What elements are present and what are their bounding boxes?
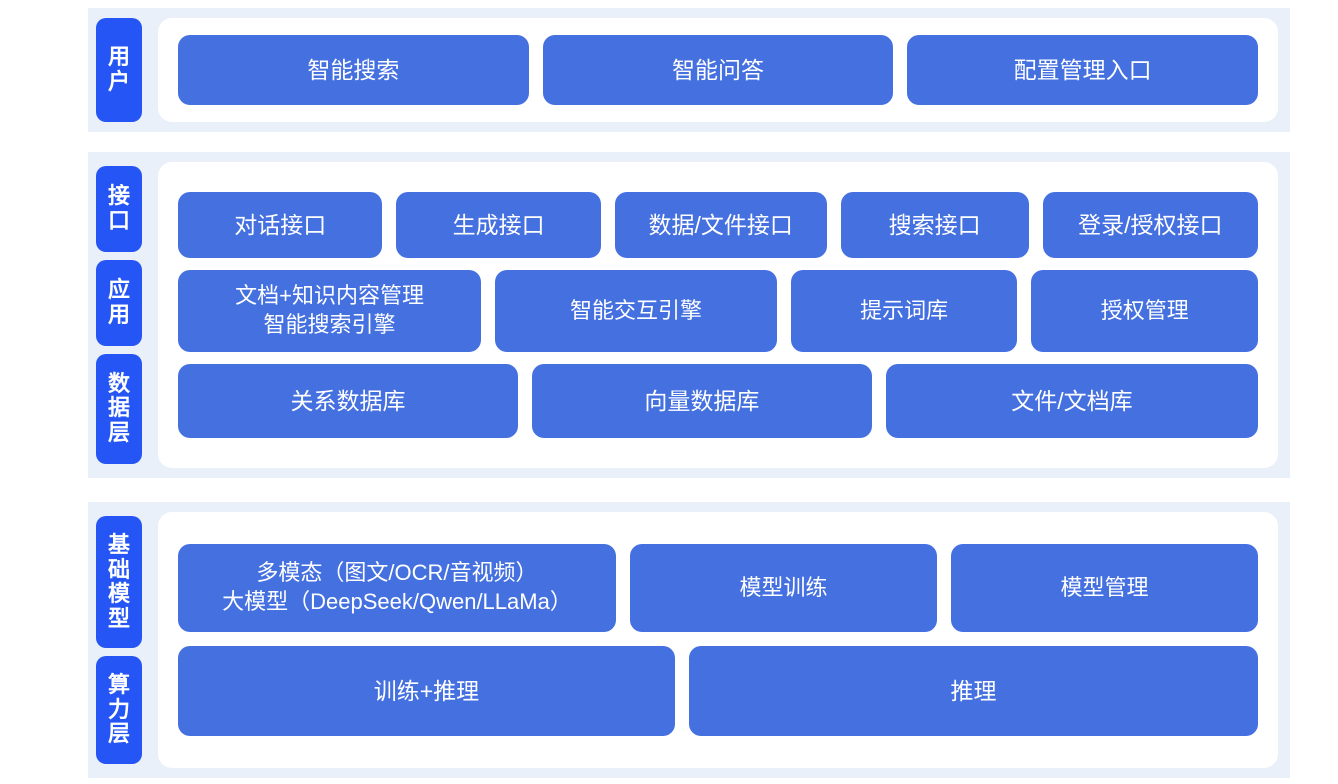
cell-doc-knowledge-management[interactable]: 文档+知识内容管理 智能搜索引擎 — [178, 270, 482, 352]
cell-model-training[interactable]: 模型训练 — [629, 544, 937, 632]
tier-label-compute: 算力层 — [96, 656, 142, 764]
cell-config-management-entry[interactable]: 配置管理入口 — [907, 35, 1259, 105]
band-middle-body: 对话接口 生成接口 数据/文件接口 搜索接口 登录/授权接口 文档+知识内容管理… — [158, 162, 1278, 468]
row-interface: 对话接口 生成接口 数据/文件接口 搜索接口 登录/授权接口 — [178, 192, 1258, 258]
cell-authorization-management[interactable]: 授权管理 — [1031, 270, 1258, 352]
band-user: 用户 智能搜索 智能问答 配置管理入口 — [88, 8, 1290, 132]
band-middle-tabs: 接口 应用 数据层 — [88, 152, 150, 478]
band-user-body: 智能搜索 智能问答 配置管理入口 — [158, 18, 1278, 122]
cell-multimodal-large-model[interactable]: 多模态（图文/OCR/音视频） 大模型（DeepSeek/Qwen/LLaMa） — [178, 544, 616, 632]
tier-label-application: 应用 — [96, 259, 142, 346]
cell-data-file-api[interactable]: 数据/文件接口 — [614, 192, 827, 258]
cell-intelligent-qa[interactable]: 智能问答 — [542, 35, 894, 105]
cell-interaction-engine[interactable]: 智能交互引擎 — [495, 270, 777, 352]
cell-inference[interactable]: 推理 — [688, 646, 1258, 736]
band-middle: 接口 应用 数据层 对话接口 生成接口 数据/文件接口 搜索接口 登录/授权接口… — [88, 152, 1290, 478]
cell-relational-database[interactable]: 关系数据库 — [178, 364, 518, 438]
cell-prompt-library[interactable]: 提示词库 — [790, 270, 1018, 352]
tier-label-foundation-model: 基础模型 — [96, 516, 142, 649]
row-application: 文档+知识内容管理 智能搜索引擎 智能交互引擎 提示词库 授权管理 — [178, 270, 1258, 352]
row-foundation-model: 多模态（图文/OCR/音视频） 大模型（DeepSeek/Qwen/LLaMa）… — [178, 544, 1258, 632]
row-user-entries: 智能搜索 智能问答 配置管理入口 — [178, 35, 1259, 105]
cell-vector-database[interactable]: 向量数据库 — [531, 364, 872, 438]
cell-file-document-store[interactable]: 文件/文档库 — [885, 364, 1259, 438]
tier-label-interface: 接口 — [96, 166, 142, 252]
cell-training-inference[interactable]: 训练+推理 — [178, 646, 675, 736]
cell-login-auth-api[interactable]: 登录/授权接口 — [1042, 192, 1258, 258]
row-data: 关系数据库 向量数据库 文件/文档库 — [178, 364, 1259, 438]
band-base-tabs: 基础模型 算力层 — [88, 502, 150, 778]
cell-dialog-api[interactable]: 对话接口 — [178, 192, 383, 258]
cell-search-api[interactable]: 搜索接口 — [840, 192, 1029, 258]
band-user-tabs: 用户 — [88, 8, 150, 132]
band-base-body: 多模态（图文/OCR/音视频） 大模型（DeepSeek/Qwen/LLaMa）… — [158, 512, 1278, 768]
cell-generation-api[interactable]: 生成接口 — [396, 192, 601, 258]
row-compute: 训练+推理 推理 — [178, 646, 1258, 736]
tier-label-user: 用户 — [96, 18, 142, 122]
cell-model-management[interactable]: 模型管理 — [950, 544, 1258, 632]
band-base: 基础模型 算力层 多模态（图文/OCR/音视频） 大模型（DeepSeek/Qw… — [88, 502, 1290, 778]
tier-label-data: 数据层 — [96, 353, 142, 465]
cell-intelligent-search[interactable]: 智能搜索 — [178, 35, 529, 105]
